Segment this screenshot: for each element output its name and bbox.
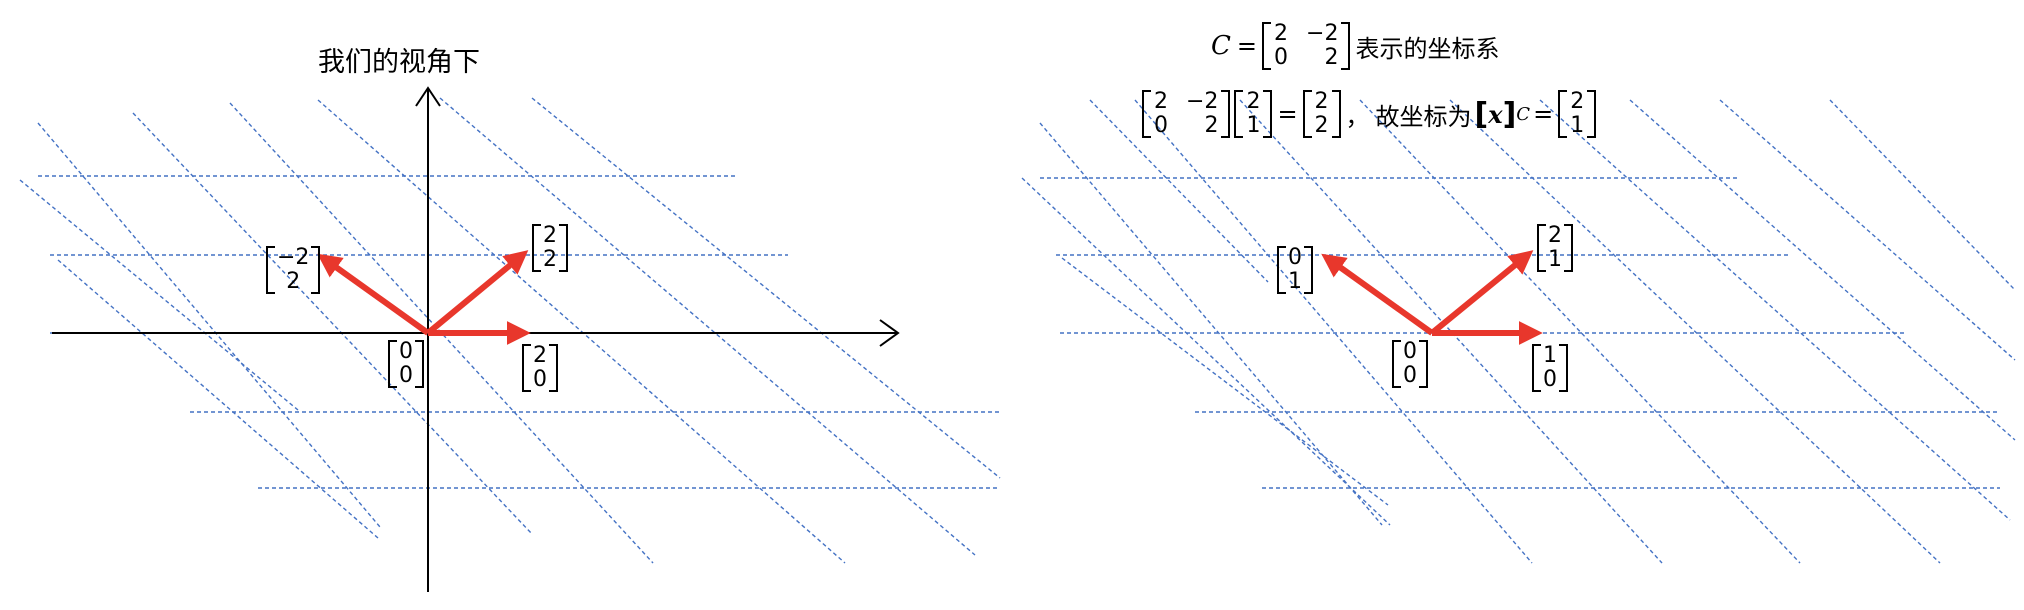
basis-symbol: C bbox=[1211, 31, 1231, 61]
right-up-left-vector bbox=[1321, 253, 1434, 336]
left-x-axis-arrowhead bbox=[879, 319, 900, 347]
left-diagonal-grid-line bbox=[317, 99, 846, 564]
right-diagonal-grid-line bbox=[1039, 122, 1383, 526]
right-diagonal-grid-line bbox=[1061, 257, 1389, 506]
left-diagonal-grid-line bbox=[531, 97, 1001, 479]
right-diagonal-grid-line bbox=[1359, 99, 1801, 564]
right-diagonal-grid-line bbox=[1134, 99, 1533, 564]
left-diagonal-grid-line bbox=[229, 102, 654, 564]
left-diagonal-grid-line bbox=[57, 259, 379, 539]
left-diagonal-grid-line bbox=[19, 179, 299, 411]
left-vectors bbox=[317, 250, 531, 345]
left-diagonal-grid-line bbox=[132, 112, 533, 535]
right-diagonal-grid-line bbox=[1719, 99, 2016, 361]
coordinate-text: 故坐标为 bbox=[1375, 102, 1472, 131]
right-diagonal-vector bbox=[1430, 250, 1534, 336]
left-up-left-vector bbox=[317, 253, 430, 336]
right-diagonal-grid-line bbox=[1829, 99, 2016, 291]
basis-description: 表示的坐标系 bbox=[1355, 34, 1500, 63]
right-vectors bbox=[1321, 250, 1543, 345]
right-diagonal-grid-line bbox=[1021, 177, 1391, 526]
left-axes bbox=[52, 86, 900, 592]
right-diagonal-grid-line bbox=[1089, 99, 1269, 283]
left-panel-title: 我们的视角下 bbox=[318, 47, 480, 78]
left-diagonal-vector bbox=[426, 250, 529, 336]
right-diagonal-grid-line bbox=[1539, 99, 2011, 521]
right-diagonal-grid-line bbox=[1629, 99, 2016, 441]
right-diagonal-grid-line bbox=[1449, 99, 1941, 564]
left-y-axis-arrowhead bbox=[415, 86, 441, 107]
left-diagonal-grid-line bbox=[439, 97, 976, 556]
left-diagonal-grid-line bbox=[37, 122, 381, 528]
